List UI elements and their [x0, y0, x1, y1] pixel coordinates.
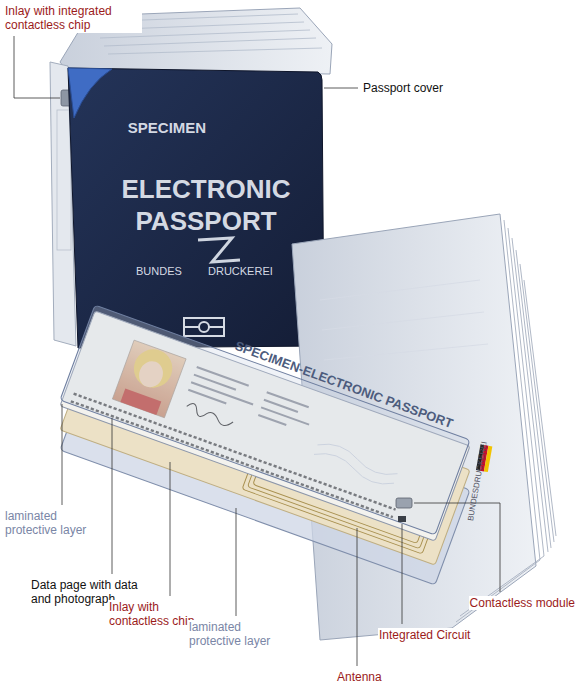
laminated-layer [60, 305, 470, 535]
leader-line [357, 528, 358, 666]
cover-title: ELECTRONIC [122, 174, 291, 205]
chip-symbol [184, 326, 224, 328]
leader-line [414, 503, 500, 592]
part-label: Antenna [336, 670, 383, 684]
leader-line [62, 404, 63, 505]
leader-line [112, 418, 113, 574]
leader-line [324, 88, 358, 89]
contactless-module [396, 498, 412, 508]
laminated-layer [60, 305, 470, 535]
cover-text: BUNDES [136, 265, 182, 278]
leader-lines [14, 36, 500, 666]
passport-cover [68, 68, 324, 348]
leader-line [170, 462, 171, 596]
page-guilloche [320, 280, 488, 360]
part-label: Contactless module [469, 596, 576, 610]
part-label: laminated protective layer [188, 620, 294, 649]
leader-line [402, 524, 403, 624]
page-edges [504, 220, 556, 560]
part-label: Passport cover [362, 81, 444, 95]
part-label: laminated protective layer [4, 509, 106, 538]
part-label: Integrated Circuit [378, 628, 471, 642]
part-label: Inlay with integrated contactless chip [4, 4, 142, 33]
cover-text: SPECIMEN [128, 119, 206, 137]
leader-line [236, 508, 237, 616]
page-watermark: BUNDESDRUCKEREI [466, 441, 489, 522]
logo-mark [198, 238, 240, 262]
inlay-outline [57, 110, 71, 250]
cover-text: DRUCKEREI [208, 265, 273, 278]
integrated-circuit [398, 516, 406, 522]
leader-line [14, 36, 60, 98]
cover-title: PASSPORT [135, 206, 276, 237]
chip-symbol [199, 322, 209, 332]
chip-symbol [184, 318, 224, 336]
page-watermark: SPECIMEN-ELECTRONIC PASSPORT [233, 338, 455, 432]
curled-corner [68, 68, 112, 118]
